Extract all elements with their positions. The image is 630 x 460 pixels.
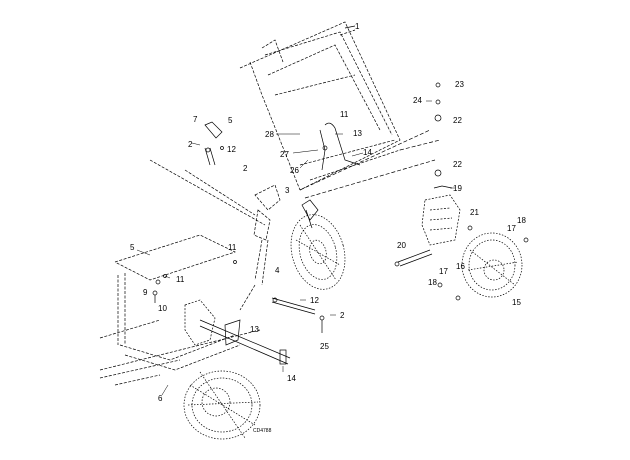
- callout-label: 5: [130, 243, 135, 252]
- callout-label: 9: [143, 288, 148, 297]
- callout-label: 11: [176, 275, 185, 284]
- axle: [394, 249, 433, 267]
- upper-lever: [319, 122, 361, 171]
- callout-label: 17: [439, 267, 448, 276]
- callout-label: 26: [290, 166, 299, 175]
- callout-label: 21: [470, 208, 479, 217]
- hinge-bracket: [184, 299, 291, 365]
- callout-label: 5: [228, 116, 233, 125]
- callout-label: 10: [158, 304, 167, 313]
- pin-rod: [271, 297, 325, 333]
- lower-wheel: [183, 370, 261, 440]
- callout-label: 17: [507, 224, 516, 233]
- upper-wheel-bracket: [301, 199, 319, 229]
- callout-label: 16: [456, 262, 465, 271]
- callout-label: 13: [353, 129, 362, 138]
- side-bracket: [421, 194, 461, 246]
- callout-label: 1: [355, 22, 360, 31]
- callout-label: 4: [275, 266, 280, 275]
- callout-label: 11: [228, 243, 237, 252]
- callout-label: 28: [265, 130, 274, 139]
- callout-label: 13: [250, 325, 259, 334]
- upper-wheel: [290, 214, 346, 290]
- callout-label: 18: [517, 216, 526, 225]
- callout-label: 7: [193, 115, 198, 124]
- callout-label: 24: [413, 96, 422, 105]
- callout-label: 18: [428, 278, 437, 287]
- figure-code: CD4788: [253, 428, 272, 434]
- callout-label: 25: [320, 342, 329, 351]
- latch-assembly: [204, 121, 224, 166]
- callout-label: 14: [287, 374, 296, 383]
- callout-label: 11: [340, 110, 349, 119]
- leader-1: [344, 25, 356, 29]
- callout-label: 6: [158, 394, 163, 403]
- callout-label: 15: [512, 298, 521, 307]
- deck-fasteners: [152, 260, 237, 303]
- hardware-fasteners: [433, 82, 529, 301]
- left-deck: [99, 234, 261, 386]
- leader-lines: [136, 100, 455, 396]
- right-wheel: [461, 232, 523, 298]
- handle-frame: [239, 21, 401, 191]
- side-rails: [299, 129, 441, 199]
- callout-label: 22: [453, 160, 462, 169]
- callout-label: 12: [227, 145, 236, 154]
- callout-label: 3: [285, 186, 290, 195]
- callout-label: 20: [397, 241, 406, 250]
- callout-label: 14: [363, 148, 372, 157]
- callout-label: 2: [188, 140, 193, 149]
- callout-label: 27: [280, 150, 289, 159]
- callout-label: 2: [243, 164, 248, 173]
- callout-label: 19: [453, 184, 462, 193]
- callout-label: 12: [310, 296, 319, 305]
- callout-label: 22: [453, 116, 462, 125]
- callout-label: 2: [340, 311, 345, 320]
- center-column: [149, 159, 281, 311]
- callout-label: 23: [455, 80, 464, 89]
